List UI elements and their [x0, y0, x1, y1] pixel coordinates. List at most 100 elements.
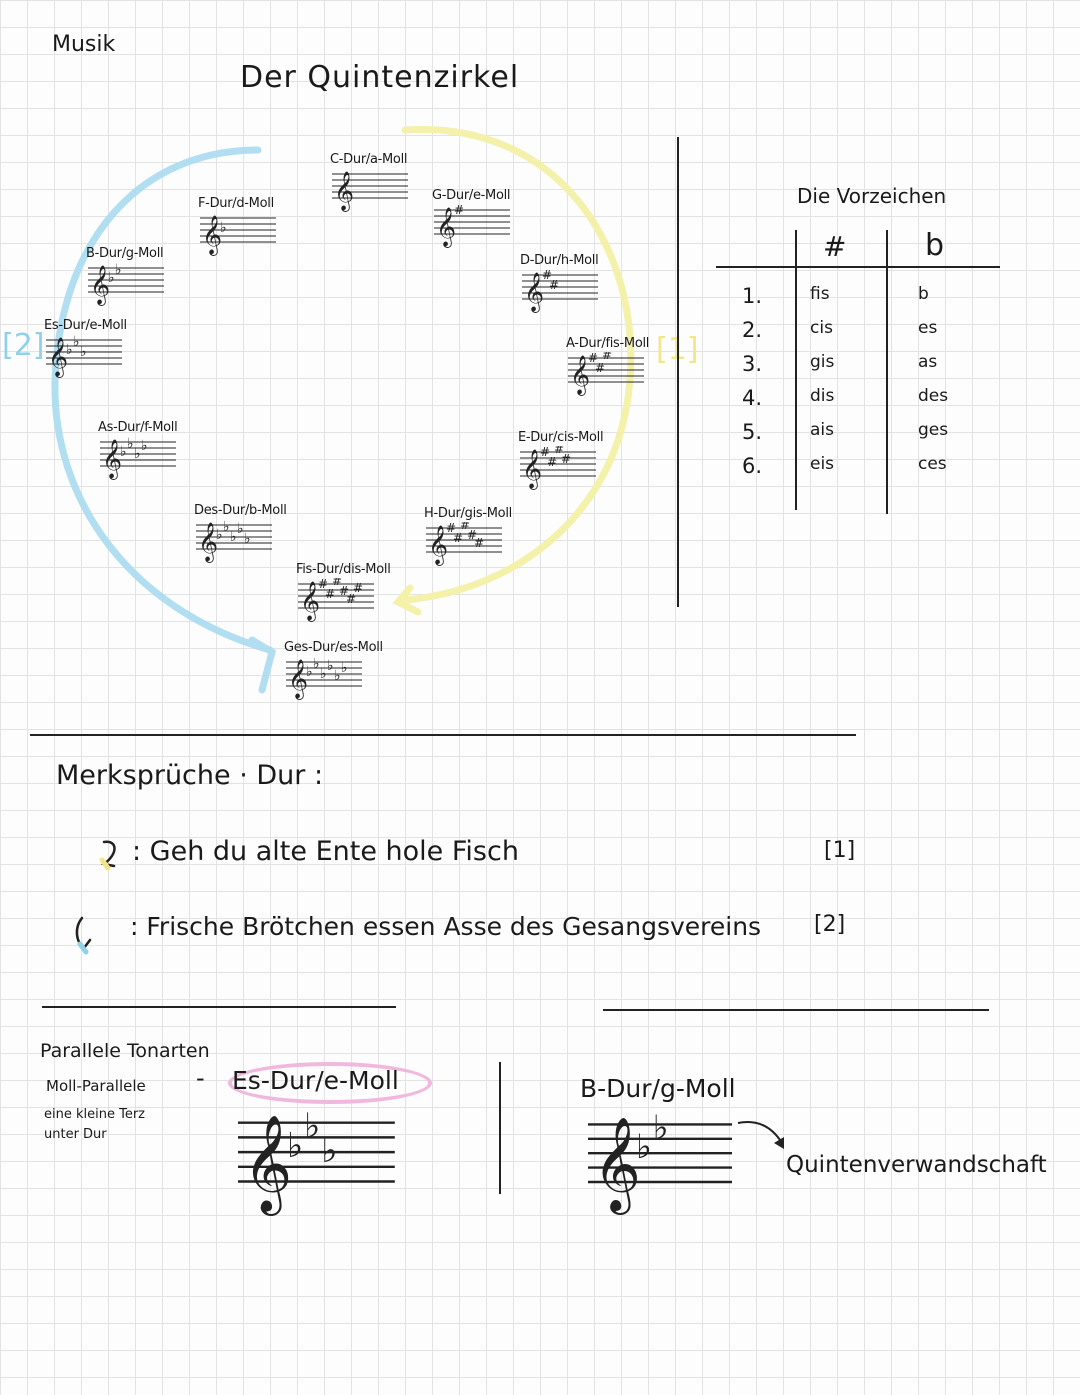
merkspruch-1-ref: [1] — [824, 838, 856, 863]
merkspruch-2: : Frische Brötchen essen Asse des Gesang… — [130, 912, 762, 941]
flat-icon: ♭ — [115, 262, 122, 278]
row-number: 2. — [742, 318, 763, 342]
sharp-note: cis — [810, 318, 833, 338]
flat-direction-arrow — [51, 146, 277, 694]
key-staff: 𝄞♭♭♭ — [46, 334, 122, 378]
section-divider-horizontal — [30, 734, 856, 736]
key-staff: 𝄞♭♭♭♭♭♭ — [286, 656, 362, 700]
treble-clef-icon: 𝄞 — [334, 171, 354, 212]
flat-note: ces — [918, 454, 947, 474]
treble-clef-icon: 𝄞 — [570, 355, 590, 396]
sharp-icon: # — [467, 528, 477, 542]
example-1-staff: 𝄞♭♭♭ — [238, 1108, 395, 1215]
vorzeichen-title: Die Vorzeichen — [797, 184, 947, 208]
flat-icon: ♭ — [313, 656, 320, 672]
parallel-sub3: unter Dur — [44, 1127, 107, 1142]
row-number: 3. — [742, 352, 763, 376]
key-staff: 𝄞#### — [520, 446, 596, 490]
treble-clef-icon: 𝄞 — [90, 265, 110, 306]
key-label: As-Dur/f-Moll — [98, 420, 178, 435]
sharp-icon: # — [339, 584, 349, 598]
row-number: 1. — [742, 284, 763, 308]
key-label: G-Dur/e-Moll — [432, 188, 511, 203]
sharp-icon: # — [561, 452, 571, 466]
row-number: 5. — [742, 420, 763, 444]
flat-icon: ♭ — [220, 220, 227, 236]
sharp-icon: # — [595, 361, 605, 375]
sharp-icon: # — [547, 455, 557, 469]
arrow-to-note — [737, 1121, 784, 1149]
treble-clef-icon: 𝄞 — [102, 439, 122, 480]
flat-note: b — [918, 284, 929, 304]
sharp-icon: # — [540, 446, 550, 459]
divider-lower-right — [603, 1009, 989, 1011]
key-staff: 𝄞♭♭♭♭ — [100, 436, 176, 480]
flat-note: des — [918, 386, 949, 406]
flat-icon: ♭ — [321, 1131, 337, 1171]
merksprueche-heading: Merksprüche · Dur : — [56, 760, 324, 791]
sharp-icon: # — [346, 592, 356, 606]
flat-icon: ♭ — [80, 344, 87, 360]
table-col-line-1 — [795, 230, 797, 510]
key-staff: 𝄞♭ — [200, 215, 276, 256]
flat-icon: ♭ — [334, 668, 341, 684]
key-label: Es-Dur/e-Moll — [44, 318, 127, 333]
key-label: B-Dur/g-Moll — [86, 246, 164, 261]
sharp-note: gis — [810, 352, 835, 372]
sharp-icon: # — [588, 352, 598, 365]
sharp-icon: # — [602, 352, 612, 362]
merkspruch-1: : Geh du alte Ente hole Fisch — [132, 836, 519, 867]
example-2-staff: 𝄞♭♭ — [588, 1110, 732, 1216]
example-1-label: Es-Dur/e-Moll — [232, 1066, 399, 1095]
key-label: D-Dur/h-Moll — [520, 253, 599, 268]
sharp-icon: # — [446, 522, 456, 535]
marker-left: [2] — [2, 328, 45, 363]
row-number: 6. — [742, 454, 763, 478]
key-label: Ges-Dur/es-Moll — [284, 640, 383, 655]
key-staff: 𝄞♭♭ — [88, 262, 164, 306]
parallel-dash: - — [196, 1064, 205, 1092]
key-staff: 𝄞# — [434, 204, 510, 248]
col-header-sharp: # — [823, 230, 847, 263]
flat-icon: ♭ — [127, 436, 134, 452]
arrow-icon-flat — [75, 916, 92, 955]
flat-icon: ♭ — [141, 438, 148, 454]
arrow-icon-sharp — [99, 840, 116, 871]
flat-icon: ♭ — [327, 658, 334, 674]
quintenverwandschaft-note: Quintenverwandschaft — [786, 1152, 1047, 1178]
flat-icon: ♭ — [244, 531, 251, 547]
treble-clef-icon: 𝄞 — [243, 1114, 292, 1215]
key-staff: 𝄞## — [522, 269, 598, 313]
sharp-note: fis — [810, 284, 830, 304]
example-2-label: B-Dur/g-Moll — [580, 1074, 736, 1103]
highlight-ellipse — [228, 1062, 432, 1104]
page-title: Der Quintenzirkel — [240, 60, 520, 95]
key-label: A-Dur/fis-Moll — [566, 336, 650, 351]
key-staff: 𝄞### — [568, 352, 644, 396]
sharp-icon: # — [549, 278, 559, 292]
parallel-sub1: Moll-Parallele — [46, 1077, 146, 1095]
flat-icon: ♭ — [341, 660, 348, 676]
treble-clef-icon: 𝄞 — [202, 215, 222, 256]
flat-note: es — [918, 318, 938, 338]
treble-clef-icon: 𝄞 — [428, 525, 448, 566]
circle-arrows — [51, 126, 635, 694]
sharp-direction-arrow — [392, 126, 635, 616]
section-divider — [677, 137, 679, 607]
flat-icon: ♭ — [223, 519, 230, 535]
flat-note: as — [918, 352, 938, 372]
flat-icon: ♭ — [134, 446, 141, 462]
treble-clef-icon: 𝄞 — [593, 1117, 641, 1216]
flat-icon: ♭ — [304, 1108, 320, 1146]
key-label: Des-Dur/b-Moll — [194, 503, 287, 518]
flat-icon: ♭ — [306, 664, 313, 680]
sharp-note: dis — [810, 386, 835, 406]
table-col-line-2 — [886, 230, 888, 514]
sharp-note: ais — [810, 420, 834, 440]
treble-clef-icon: 𝄞 — [524, 272, 544, 313]
sharp-icon: # — [554, 446, 564, 456]
flat-note: ges — [918, 420, 949, 440]
subject-label: Musik — [52, 32, 116, 57]
treble-clef-icon: 𝄞 — [48, 337, 68, 378]
parallel-sub2: eine kleine Terz — [44, 1107, 145, 1122]
